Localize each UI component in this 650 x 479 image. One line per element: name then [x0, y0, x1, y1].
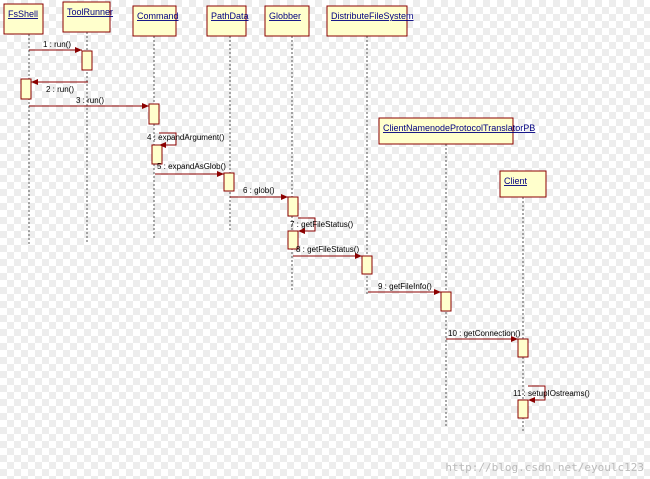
message-7-label: 7 : getFileStatus()	[290, 220, 353, 229]
message-9-arrowhead	[434, 289, 441, 295]
lifeline-label-fsshell: FsShell	[8, 9, 38, 19]
lifeline-label-command: Command	[137, 11, 179, 21]
lifeline-label-toolrunner: ToolRunner	[67, 7, 113, 17]
activation-bar-fsshell	[20, 78, 32, 100]
message-6-label: 6 : glob()	[243, 186, 275, 195]
activation-bar-pathdata	[223, 172, 235, 192]
lifeline-box-client[interactable]	[499, 170, 547, 198]
message-1-label: 1 : run()	[43, 40, 71, 49]
message-7-arrowhead	[298, 228, 305, 234]
activation-bar-client	[517, 399, 529, 419]
message-2-arrowhead	[31, 79, 38, 85]
message-11-label: 11 : setupIOstreams()	[513, 389, 590, 398]
lifeline-box-command[interactable]	[132, 5, 177, 37]
activation-bar-command	[151, 144, 163, 165]
message-2-label: 2 : run()	[46, 85, 74, 94]
lifeline-box-pathdata[interactable]	[206, 5, 247, 37]
message-1-arrowhead	[75, 47, 82, 53]
lifeline-box-dfs[interactable]	[326, 5, 408, 37]
lifeline-label-pathdata: PathData	[211, 11, 249, 21]
message-4-line	[159, 132, 177, 146]
message-5-arrowhead	[217, 171, 224, 177]
watermark-text: http://blog.csdn.net/eyoulc123	[445, 461, 644, 474]
activation-bar-globber	[287, 230, 299, 250]
activation-bar-dfs	[361, 255, 373, 275]
message-8-label: 8 : getFileStatus()	[296, 245, 359, 254]
message-7-line	[298, 217, 316, 232]
lifeline-label-translator: ClientNamenodeProtocolTranslatorPB	[383, 123, 535, 133]
lifeline-box-globber[interactable]	[264, 5, 310, 37]
lifeline-label-client: Client	[504, 176, 528, 186]
message-11-line	[528, 385, 546, 401]
lifeline-label-dfs: DistributeFileSystem	[331, 11, 414, 21]
lifeline-label-globber: Globber	[269, 11, 301, 21]
message-5-label: 5 : expandAsGlob()	[157, 162, 226, 171]
message-10-arrowhead	[511, 336, 518, 342]
lifeline-box-fsshell[interactable]	[3, 3, 44, 35]
message-4-arrowhead	[159, 142, 166, 148]
message-3-label: 3 : run()	[76, 96, 104, 105]
message-6-arrowhead	[281, 194, 288, 200]
lifeline-box-translator[interactable]	[378, 117, 514, 145]
message-11-arrowhead	[528, 397, 535, 403]
message-9-label: 9 : getFileInfo()	[378, 282, 432, 291]
activation-bar-client	[517, 338, 529, 358]
activation-bar-toolrunner	[81, 50, 93, 71]
message-4-label: 4 : expandArgument()	[147, 133, 225, 142]
message-3-arrowhead	[142, 103, 149, 109]
activation-bar-command	[148, 103, 160, 125]
lifeline-box-toolrunner[interactable]	[62, 1, 111, 33]
message-10-label: 10 : getConnection()	[448, 329, 521, 338]
activation-bar-globber	[287, 196, 299, 217]
activation-bar-translator	[440, 291, 452, 312]
message-8-arrowhead	[355, 253, 362, 259]
